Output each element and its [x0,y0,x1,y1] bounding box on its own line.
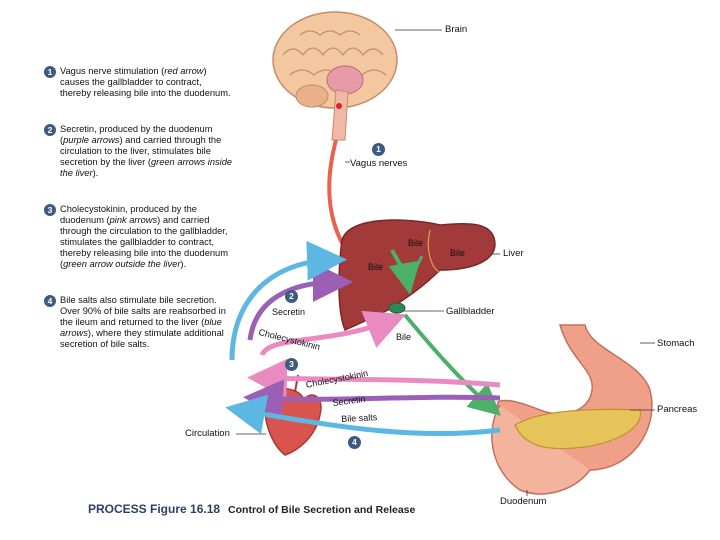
step-2-badge: 2 [44,124,56,136]
bile-salts-arrow-lower [225,394,501,437]
figure-caption-prefix: PROCESS Figure 16.18 [88,502,221,516]
step-2-text-b: ) and carried through the circulation to… [60,135,222,168]
bile-green-arrow-inside-liver-2 [408,255,424,285]
step-2-em-b: green arrows inside the liver [60,157,233,179]
cholecystokinin-arrow-lower [247,358,501,399]
step-1-description: 1 Vagus nerve stimulation (red arrow) ca… [44,66,234,99]
step-3-em-b: green arrow outside the liver [63,259,181,270]
step-3-text-a: Cholecystokinin, produced by the duodenu… [60,204,197,226]
diagram-badge-2: 2 [285,290,298,303]
brain-illustration [272,11,398,141]
step-3-text-b: ) and carried through the circulation to… [60,215,228,270]
bile-green-arrow-outside-liver [403,313,502,416]
bile-green-arrow-inside-liver [388,249,421,295]
label-pancreas: Pancreas [657,404,698,415]
step-3-text-c: ). [180,259,187,270]
step-2-em-a: purple arrows [63,135,120,146]
secretin-arrow-upper [247,262,353,341]
label-bile-bottom: Bile [396,332,412,342]
stomach-illustration [491,324,653,495]
step-2-text-a: Secretin, produced by the duodenum ( [60,124,213,146]
step-2-description: 2 Secretin, produced by the duodenum (pu… [44,124,234,179]
label-bile-salts: Bile salts [341,412,378,424]
label-liver: Liver [503,248,524,259]
secretin-arrow-lower [243,379,501,420]
diagram-badge-4: 4 [348,436,361,449]
step-1-text-b: ) causes the gallbladder to contract, th… [60,66,231,99]
step-3-description: 3 Cholecystokinin, produced by the duode… [44,204,234,271]
label-bile-right: Bile [450,248,466,258]
label-stomach: Stomach [657,338,695,349]
label-vagus-nerves: Vagus nerves [350,158,408,169]
label-circulation: Circulation [185,428,230,439]
label-bile-top: Bile [408,238,424,248]
step-3-badge: 3 [44,204,56,216]
step-1-text-a: Vagus nerve stimulation ( [60,66,165,76]
step-4-em-a: blue arrows [60,317,222,339]
step-4-text-a: Bile salts also stimulate bile secretion… [60,295,226,328]
step-2-text-c: ). [92,168,99,179]
figure-caption: PROCESS Figure 16.18 Control of Bile Secr… [88,502,415,516]
label-secretin-upper: Secretin [272,307,306,317]
figure-caption-title: Control of Bile Secretion and Release [228,504,416,516]
step-3-em-a: pink arrows [109,215,158,226]
diagram-badge-3: 3 [285,358,298,371]
bile-salts-arrow-upper [229,240,347,361]
label-gallbladder: Gallbladder [446,306,495,317]
cholecystokinin-arrow-upper [259,310,406,357]
step-4-badge: 4 [44,295,56,307]
label-duodenum: Duodenum [500,496,547,507]
label-brain: Brain [445,24,468,35]
step-1-em-a: red arrow [164,66,204,76]
step-1-badge: 1 [44,66,56,78]
step-4-description: 4 Bile salts also stimulate bile secreti… [44,295,234,350]
diagram-badge-1: 1 [372,143,385,156]
step-4-text-b: ), where they stimulate additional secre… [60,328,224,350]
label-bile-left: Bile [368,262,384,272]
